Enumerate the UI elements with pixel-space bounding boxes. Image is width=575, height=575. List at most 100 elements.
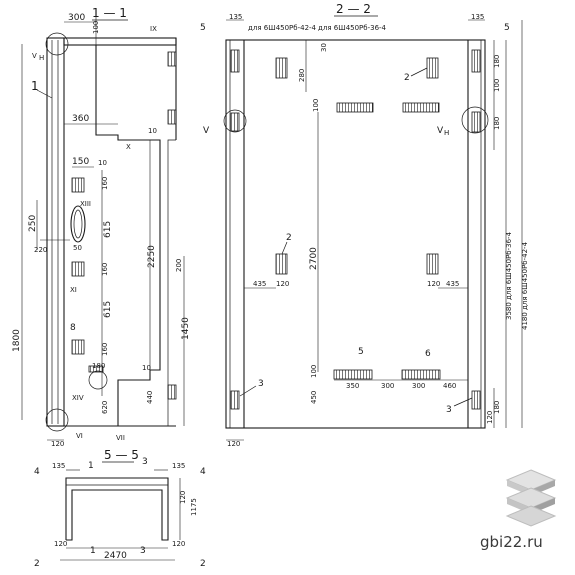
svg-text:для 6Ш450Рб-36-4: для 6Ш450Рб-36-4 xyxy=(318,24,387,32)
svg-text:615: 615 xyxy=(103,301,113,318)
svg-text:X: X xyxy=(126,143,131,151)
section-2-2-title: 2 — 2 xyxy=(336,2,371,16)
svg-text:1: 1 xyxy=(31,79,39,93)
node-vn-right xyxy=(461,106,489,134)
svg-text:100: 100 xyxy=(312,99,320,112)
svg-text:10: 10 xyxy=(98,159,107,167)
svg-text:300: 300 xyxy=(381,382,394,390)
svg-text:XI: XI xyxy=(70,286,77,294)
svg-text:435: 435 xyxy=(446,280,459,288)
svg-text:100: 100 xyxy=(493,79,501,92)
svg-text:435: 435 xyxy=(253,280,266,288)
svg-text:250: 250 xyxy=(28,215,38,232)
svg-text:460: 460 xyxy=(443,382,456,390)
svg-text:10: 10 xyxy=(148,127,157,135)
svg-text:450: 450 xyxy=(310,391,318,404)
svg-text:3: 3 xyxy=(258,379,264,389)
svg-text:4180 для 6Ш450Рб-42-4: 4180 для 6Ш450Рб-42-4 xyxy=(521,241,529,330)
svg-text:180: 180 xyxy=(92,362,105,370)
panel-outline xyxy=(225,39,486,429)
svg-text:VI: VI xyxy=(76,432,83,440)
svg-text:4: 4 xyxy=(200,467,206,477)
svg-text:350: 350 xyxy=(346,382,359,390)
svg-text:180: 180 xyxy=(493,55,501,68)
section-5-5: 5 — 5 135 135 120 1175 120 120 2470 1 3 … xyxy=(34,448,206,569)
svg-text:10: 10 xyxy=(142,364,151,372)
svg-text:H: H xyxy=(39,54,44,62)
svg-text:1: 1 xyxy=(90,546,96,556)
svg-text:30: 30 xyxy=(320,43,328,52)
svg-text:1450: 1450 xyxy=(181,317,191,340)
svg-text:VII: VII xyxy=(116,434,125,442)
opening-oval xyxy=(70,205,86,243)
svg-text:280: 280 xyxy=(298,69,306,82)
svg-text:3: 3 xyxy=(142,457,148,467)
svg-text:300: 300 xyxy=(68,13,85,23)
svg-text:3: 3 xyxy=(446,405,452,415)
svg-text:135: 135 xyxy=(52,462,65,470)
svg-text:160: 160 xyxy=(101,177,109,190)
svg-text:V: V xyxy=(437,126,444,136)
svg-text:1800: 1800 xyxy=(12,329,22,352)
svg-text:2: 2 xyxy=(404,73,410,83)
svg-text:440: 440 xyxy=(146,391,154,404)
svg-text:XIII: XIII xyxy=(80,200,91,208)
svg-text:2: 2 xyxy=(34,559,40,569)
svg-text:1175: 1175 xyxy=(190,498,198,516)
section-2-2: 2 — 2 5 5 для 6Ш450Рб-42-4 для 6Ш450Рб-3… xyxy=(175,2,529,448)
svg-text:3: 3 xyxy=(140,546,146,556)
svg-text:IX: IX xyxy=(150,25,157,33)
svg-text:120: 120 xyxy=(427,280,440,288)
svg-text:160: 160 xyxy=(101,263,109,276)
svg-text:2: 2 xyxy=(200,559,206,569)
svg-text:120: 120 xyxy=(172,540,185,548)
svg-text:620: 620 xyxy=(101,401,109,414)
svg-text:H: H xyxy=(444,129,449,137)
svg-text:V: V xyxy=(32,52,37,60)
svg-text:150: 150 xyxy=(72,157,89,167)
svg-text:6: 6 xyxy=(425,349,431,359)
svg-text:5: 5 xyxy=(504,23,510,33)
svg-text:4: 4 xyxy=(34,467,40,477)
svg-text:100: 100 xyxy=(310,365,318,378)
section-5-5-title: 5 — 5 xyxy=(104,448,139,462)
node-v-left xyxy=(223,109,247,133)
node-vn-top xyxy=(45,32,69,56)
wall-left xyxy=(46,37,65,427)
svg-text:180: 180 xyxy=(493,117,501,130)
svg-text:120: 120 xyxy=(51,440,64,448)
svg-text:615: 615 xyxy=(103,221,113,238)
svg-text:2470: 2470 xyxy=(104,551,127,561)
svg-text:120: 120 xyxy=(54,540,67,548)
svg-text:50: 50 xyxy=(73,244,82,252)
svg-text:5: 5 xyxy=(358,347,364,357)
svg-text:2: 2 xyxy=(286,233,292,243)
svg-text:100: 100 xyxy=(92,21,100,34)
svg-text:V: V xyxy=(203,126,210,136)
svg-text:220: 220 xyxy=(34,246,47,254)
svg-text:1: 1 xyxy=(88,461,94,471)
svg-text:180: 180 xyxy=(493,401,501,414)
svg-text:135: 135 xyxy=(471,13,484,21)
svg-text:XIV: XIV xyxy=(72,394,84,402)
svg-text:135: 135 xyxy=(229,13,242,21)
svg-text:200: 200 xyxy=(175,259,183,272)
svg-text:120: 120 xyxy=(179,491,187,504)
svg-text:2700: 2700 xyxy=(309,247,319,270)
svg-text:для 6Ш450Рб-42-4: для 6Ш450Рб-42-4 xyxy=(248,24,317,32)
node-vi-bottom xyxy=(45,408,69,432)
svg-text:120: 120 xyxy=(227,440,240,448)
svg-text:160: 160 xyxy=(101,343,109,356)
svg-text:135: 135 xyxy=(172,462,185,470)
node-xiv xyxy=(88,370,108,390)
svg-text:5: 5 xyxy=(200,23,206,33)
svg-text:2250: 2250 xyxy=(147,245,157,268)
svg-text:300: 300 xyxy=(412,382,425,390)
svg-text:120: 120 xyxy=(276,280,289,288)
svg-text:360: 360 xyxy=(72,114,89,124)
site-watermark[interactable]: gbi22.ru xyxy=(480,533,543,551)
svg-text:8: 8 xyxy=(70,323,76,333)
stacked-slabs-icon xyxy=(505,469,557,527)
section-1-1-title: 1 — 1 xyxy=(92,6,127,20)
